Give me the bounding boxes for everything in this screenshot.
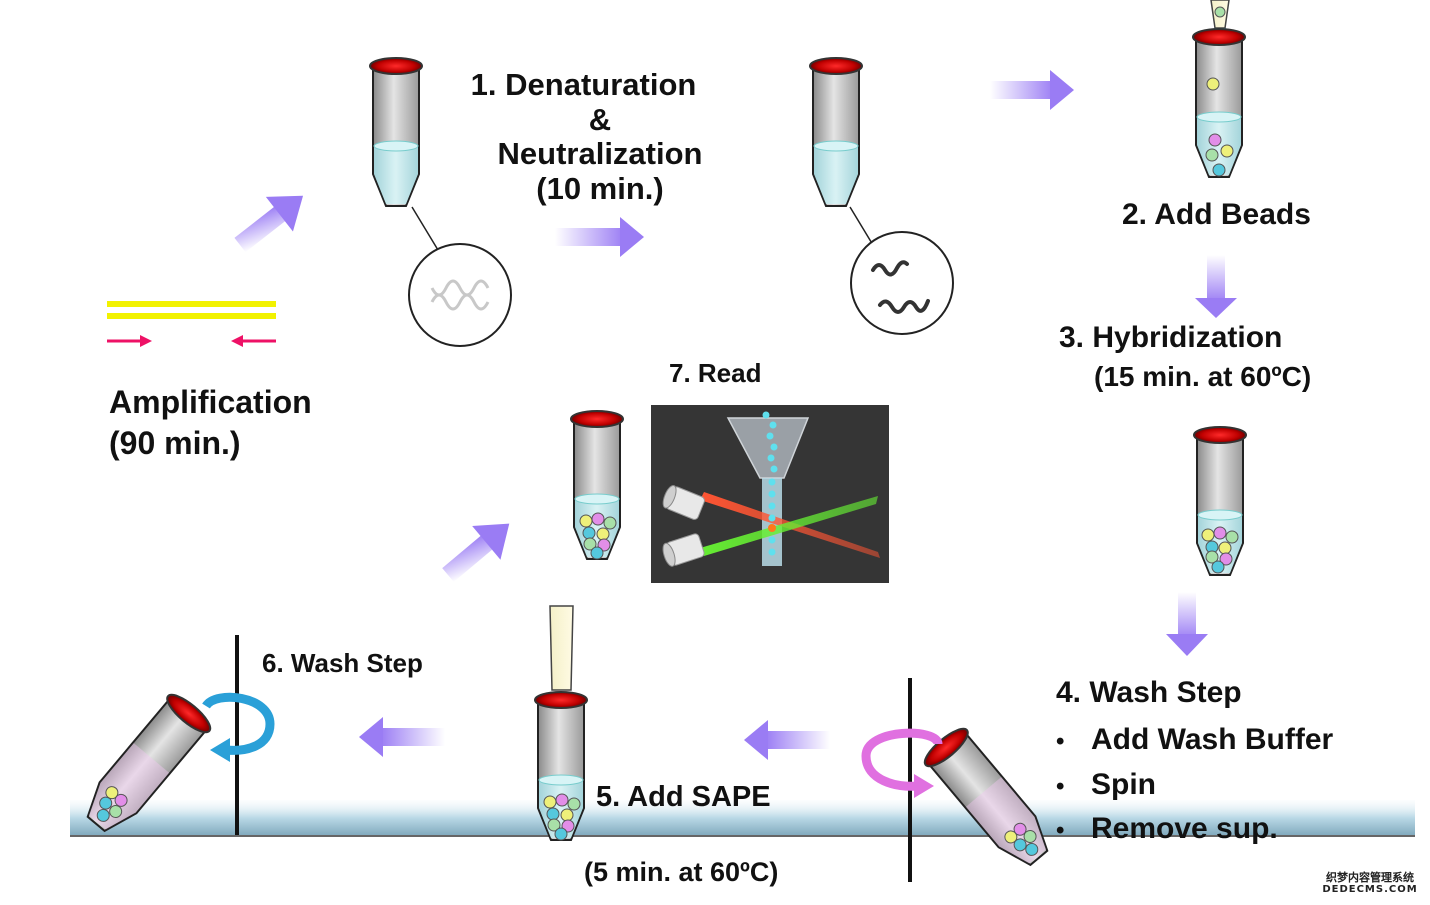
bullet-glyph: • xyxy=(1056,817,1065,844)
watermark-line2: DEDECMS.COM xyxy=(1322,884,1418,895)
flow-arrow-icon xyxy=(359,717,445,757)
bullet-item: • Remove sup. xyxy=(1056,808,1333,853)
tube-icon xyxy=(1192,28,1246,178)
flow-arrow-icon xyxy=(990,70,1074,110)
bead-icon xyxy=(543,793,581,841)
add-sape-title: 5. Add SAPE xyxy=(596,781,771,813)
flow-arrow-icon xyxy=(1195,255,1237,318)
tube-icon xyxy=(369,57,423,207)
tube-icon xyxy=(86,693,212,833)
bullet-text: Add Wash Buffer xyxy=(1091,723,1334,756)
flow-arrow-icon xyxy=(234,195,304,253)
neutralization-label: Neutralization xyxy=(497,136,703,171)
wash-step-4-bullets: • Add Wash Buffer • Spin • Remove sup. xyxy=(1056,719,1333,853)
amplification-title: Amplification xyxy=(109,384,312,420)
watermark-line1: 织梦内容管理系统 xyxy=(1326,871,1414,884)
flow-arrow-icon xyxy=(555,217,644,257)
denaturation-time: (10 min.) xyxy=(536,170,664,206)
denaturation-ampersand: & xyxy=(588,101,612,137)
dna-double-helix-icon xyxy=(408,243,512,347)
spin-rotation-icon xyxy=(861,728,943,798)
amplification-time: (90 min.) xyxy=(109,425,241,461)
hybridization-title: 3. Hybridization xyxy=(1059,321,1283,354)
tube-icon xyxy=(570,410,624,560)
tube-icon xyxy=(1193,426,1247,576)
wash-step-6-title: 6. Wash Step xyxy=(262,648,423,678)
denaturation-line1: 1. Denaturation xyxy=(470,67,697,102)
flow-cytometer-laser-icon xyxy=(651,405,889,583)
flow-arrow-icon xyxy=(442,523,510,582)
flow-arrow-icon xyxy=(1166,592,1208,656)
add-beads-title: 2. Add Beads xyxy=(1122,198,1311,231)
bead-icon xyxy=(1205,77,1234,177)
watermark: 织梦内容管理系统 DEDECMS.COM xyxy=(1318,872,1422,896)
bullet-glyph: • xyxy=(1056,728,1065,755)
single-strand-dna-icon xyxy=(850,231,954,335)
tube-icon xyxy=(923,727,1049,867)
bullet-item: • Add Wash Buffer xyxy=(1056,719,1333,764)
add-sape-time: (5 min. at 60ºC) xyxy=(584,857,779,887)
read-title: 7. Read xyxy=(669,358,762,388)
denaturation-title: 1. Denaturation & Neutralization (10 min… xyxy=(460,67,740,206)
tube-icon xyxy=(809,57,863,207)
bullet-text: Spin xyxy=(1091,767,1156,801)
bead-icon xyxy=(1201,526,1239,574)
bullet-text: Remove sup. xyxy=(1091,812,1278,845)
wash-step-4-title: 4. Wash Step xyxy=(1056,676,1242,709)
hybridization-time: (15 min. at 60ºC) xyxy=(1094,361,1312,392)
tube-icon xyxy=(534,691,588,841)
amplicon-icon xyxy=(107,301,276,347)
bead-icon xyxy=(579,512,617,560)
bullet-item: • Spin xyxy=(1056,764,1333,809)
bullet-glyph: • xyxy=(1056,772,1065,800)
flow-arrow-icon xyxy=(744,720,830,760)
spin-rotation-icon xyxy=(202,692,275,762)
bench-surface xyxy=(70,800,1415,836)
